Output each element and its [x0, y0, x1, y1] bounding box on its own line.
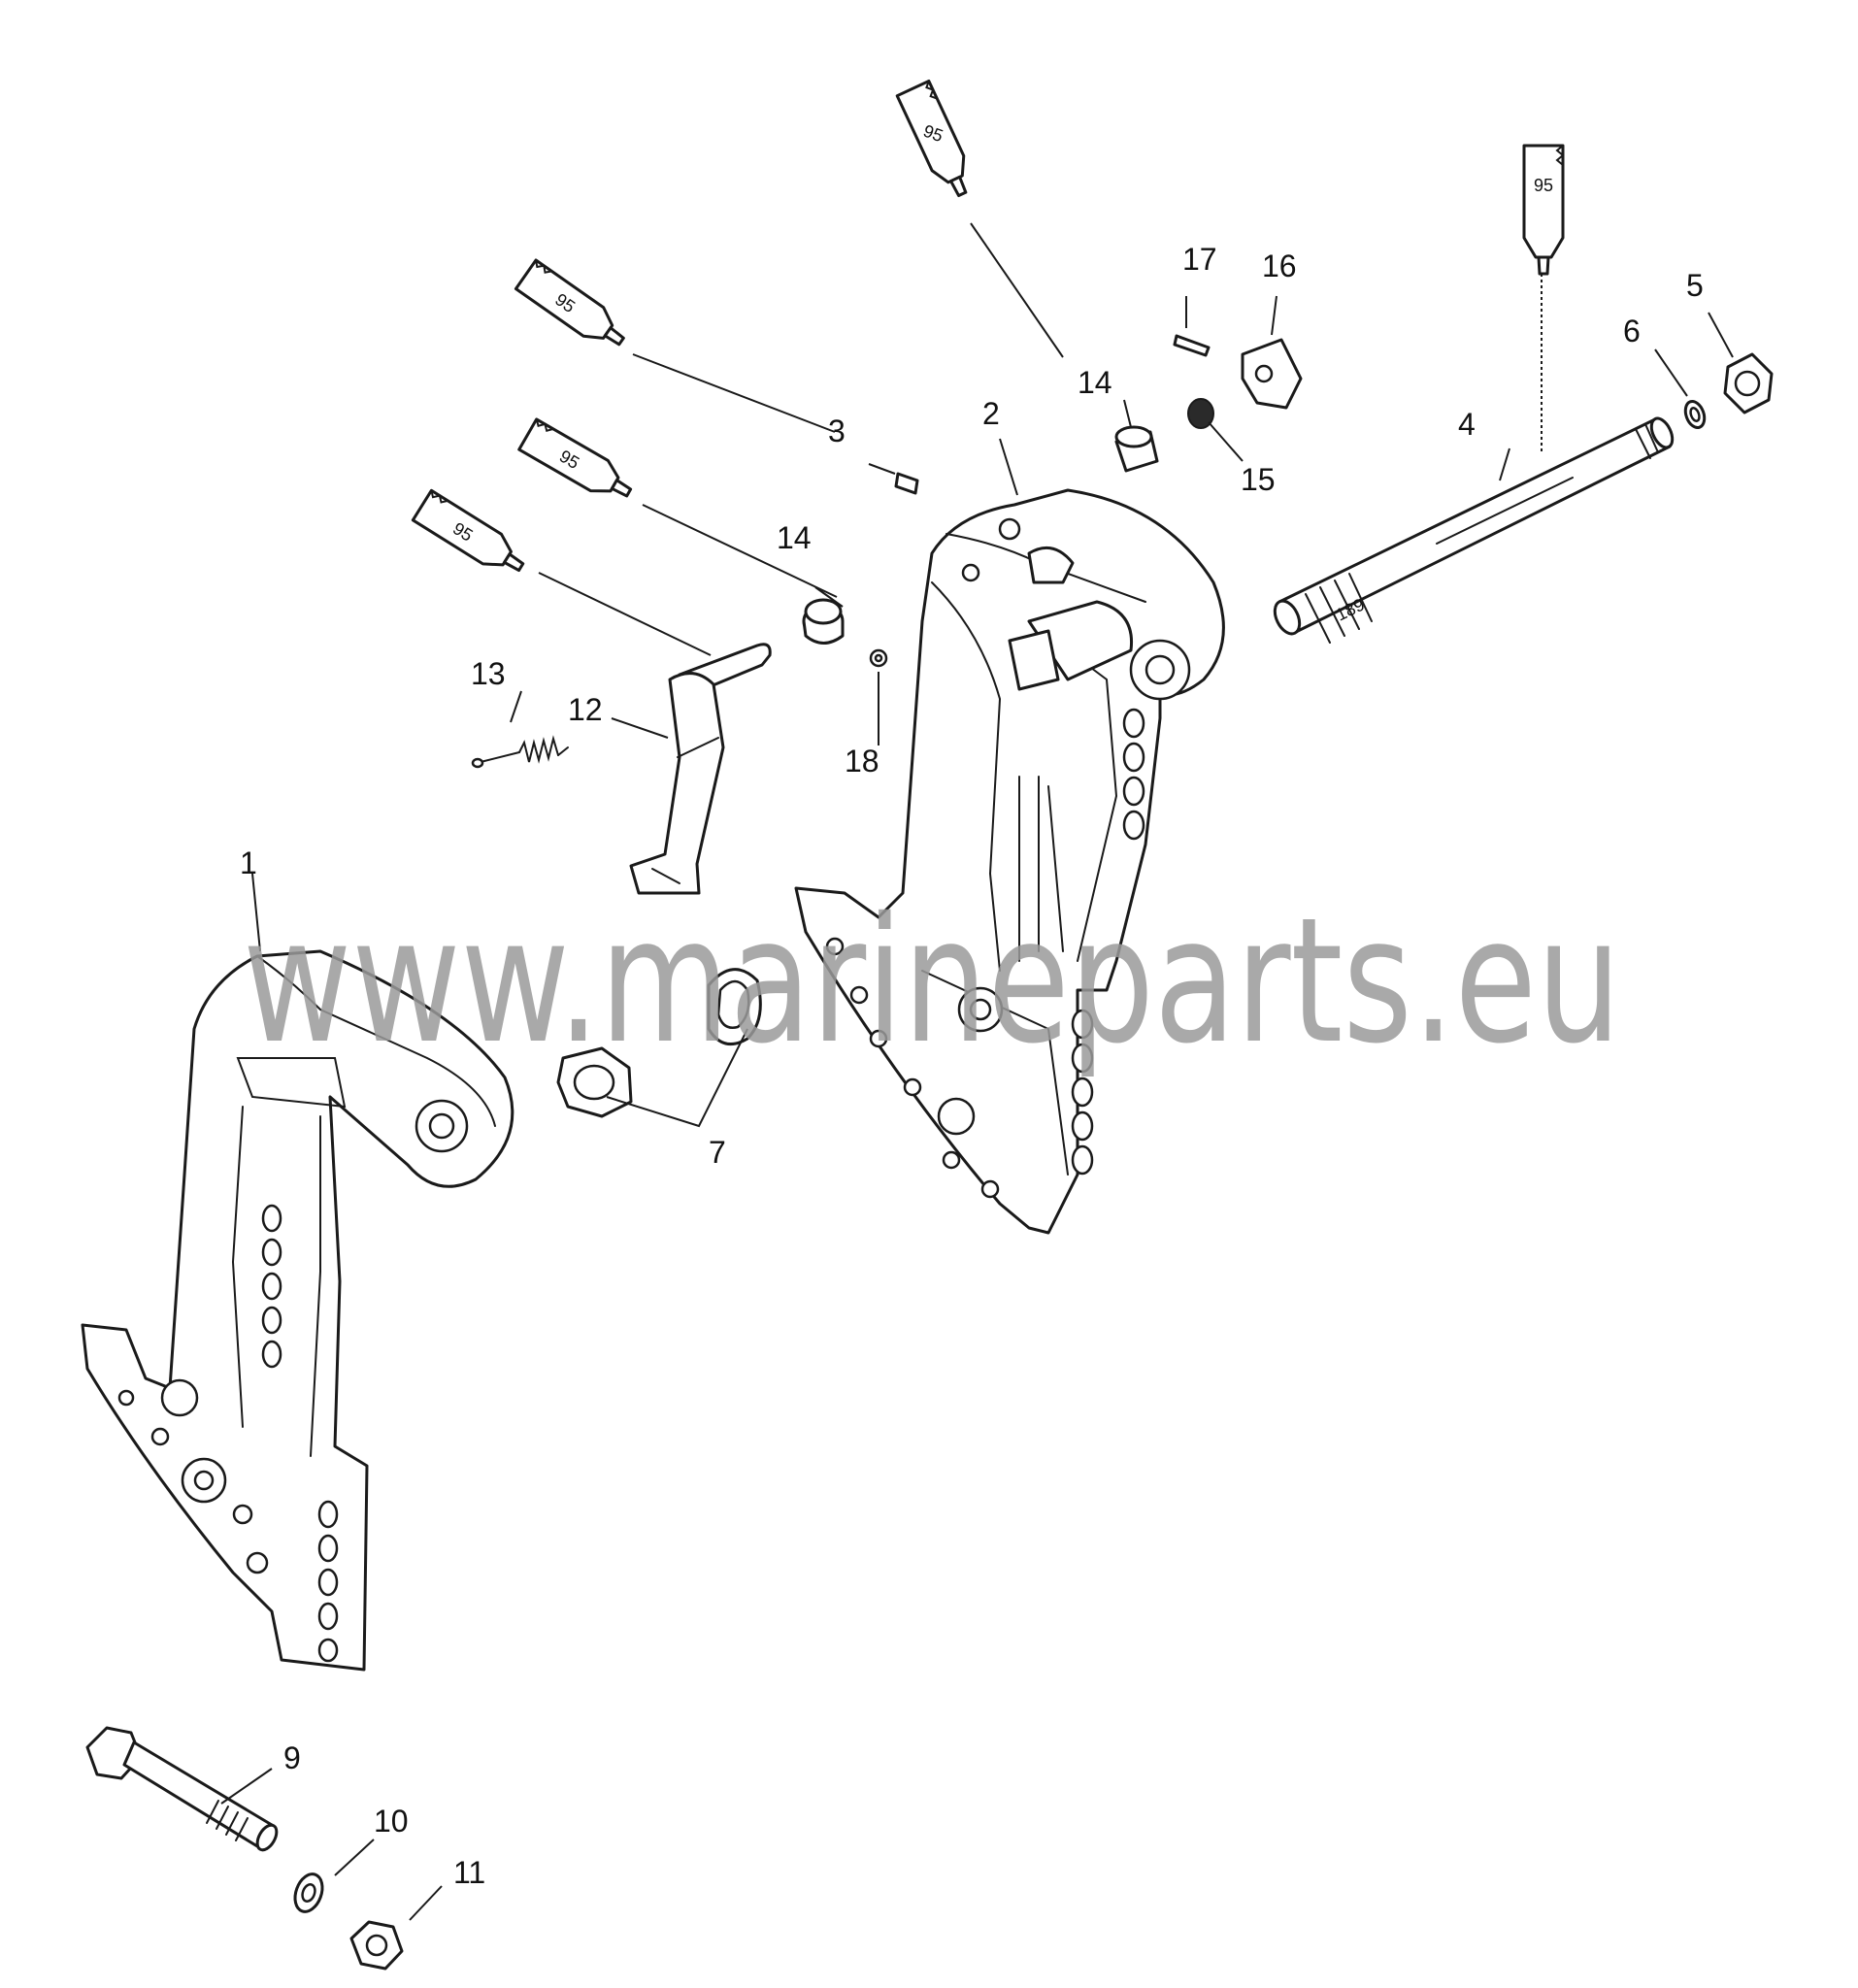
callout-14-right: 14 — [1078, 365, 1112, 400]
callout-17: 17 — [1182, 242, 1217, 277]
callout-18: 18 — [845, 744, 879, 779]
lubricant-tube-4: 95 — [895, 79, 968, 198]
lubricant-tube-2: 95 — [517, 417, 633, 498]
lubricant-tube-5: 95 — [1522, 144, 1565, 276]
bolt-9 — [85, 1726, 279, 1852]
lubricant-tube-3: 95 — [411, 488, 525, 573]
clip-16 — [1241, 338, 1303, 410]
nut-11 — [349, 1920, 404, 1971]
bushing-14-left — [802, 598, 845, 645]
bushing-7-upper — [707, 968, 762, 1046]
callout-labels: 1 2 3 4 5 6 7 9 10 11 12 13 14 14 15 16 … — [240, 242, 1704, 1890]
fitting-18 — [869, 648, 888, 668]
grease-fitting-15 — [1187, 398, 1214, 429]
washer-6 — [1683, 399, 1707, 430]
callout-7: 7 — [709, 1135, 726, 1170]
callout-10: 10 — [374, 1804, 409, 1839]
callout-6: 6 — [1623, 314, 1641, 348]
callout-9: 9 — [283, 1740, 301, 1775]
screw-3 — [894, 472, 919, 495]
callout-3: 3 — [828, 414, 846, 448]
callout-5: 5 — [1686, 268, 1704, 303]
watermark: www.marineparts.eu — [243, 880, 1621, 1081]
callout-2: 2 — [982, 396, 1000, 431]
washer-10 — [293, 1872, 324, 1913]
leader-lines — [220, 222, 1734, 1921]
callout-15: 15 — [1241, 462, 1276, 497]
callout-11: 11 — [453, 1855, 485, 1890]
locknut-5 — [1723, 352, 1774, 414]
pin-17 — [1173, 334, 1211, 357]
callout-12: 12 — [568, 692, 603, 727]
clamp-bracket-1 — [81, 949, 514, 1672]
callout-13: 13 — [471, 656, 506, 691]
callout-14-left: 14 — [777, 520, 812, 555]
tube-label-5: 95 — [1534, 176, 1553, 195]
tilt-lock-lever-12 — [629, 643, 772, 895]
callout-1: 1 — [240, 845, 257, 880]
lubricant-tube-1: 95 — [514, 258, 625, 347]
callout-4: 4 — [1458, 407, 1476, 442]
spring-13 — [471, 735, 569, 769]
callout-16: 16 — [1262, 248, 1297, 283]
tilt-tube-4: 189 — [1273, 416, 1675, 644]
bushing-14-right — [1114, 425, 1159, 473]
clamp-bracket-2 — [794, 488, 1225, 1235]
